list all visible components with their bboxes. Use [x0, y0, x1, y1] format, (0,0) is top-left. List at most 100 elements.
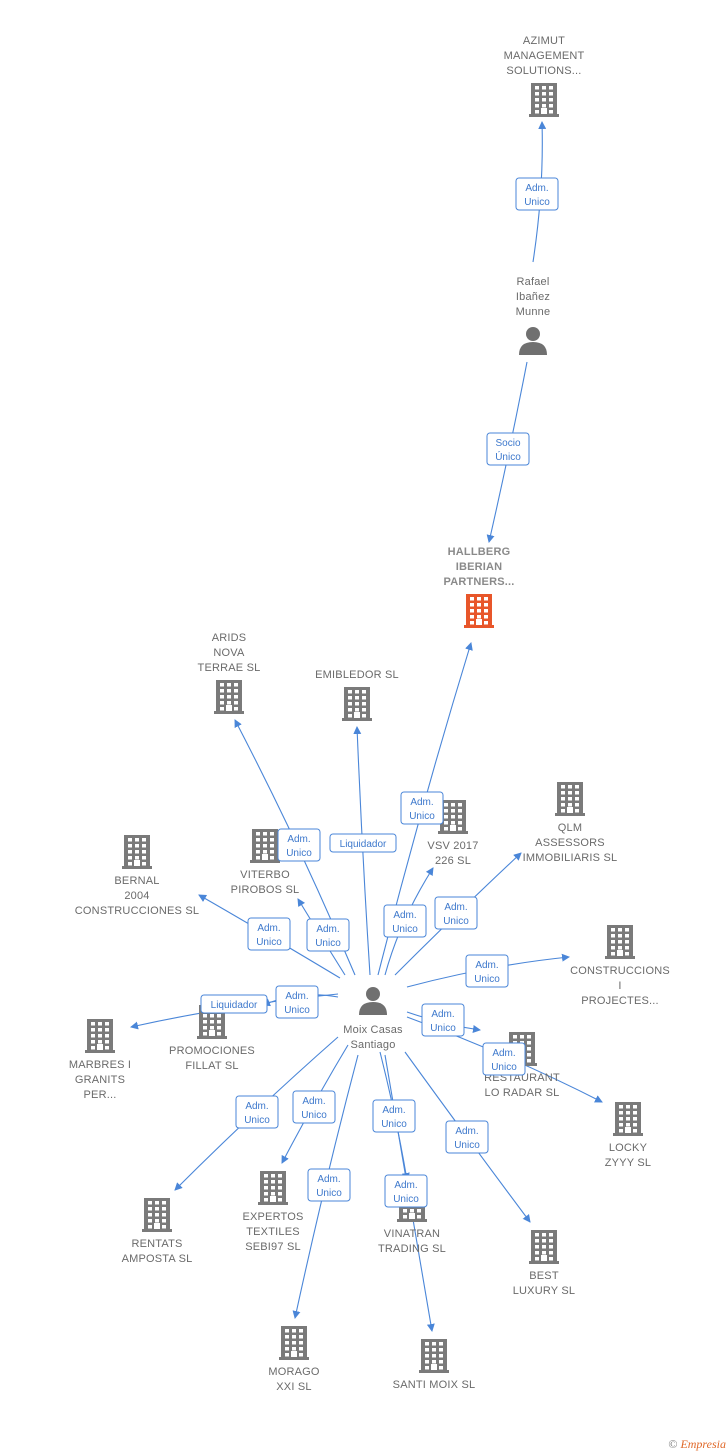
edge-label-box[interactable]	[384, 1174, 428, 1208]
edge-label-box[interactable]	[515, 177, 559, 211]
building-icon[interactable]	[258, 1171, 288, 1205]
building-window	[619, 1129, 623, 1133]
building-icon[interactable]	[438, 800, 468, 834]
edge-label-vinatran[interactable]: Adm.Unico	[372, 1099, 416, 1133]
building-window	[535, 86, 539, 90]
edge-label-box[interactable]	[329, 833, 397, 853]
building-base	[214, 711, 244, 714]
building-icon[interactable]	[342, 687, 372, 721]
edge-label-best[interactable]: Adm.Unico	[445, 1120, 489, 1154]
building-icon[interactable]	[555, 782, 585, 816]
node-santi[interactable]: SANTI MOIX SL	[393, 1339, 476, 1391]
node-label: MARBRES I	[69, 1059, 131, 1071]
edge-label-viterbo[interactable]: Adm.Unico	[306, 918, 350, 952]
edge-label-rentats[interactable]: Adm.Unico	[235, 1095, 279, 1129]
edge-label-locky[interactable]: Adm.Unico	[482, 1042, 526, 1076]
edge-label-box[interactable]	[235, 1095, 279, 1129]
building-window	[611, 934, 615, 938]
node-marbres[interactable]: MARBRES IGRANITSPER...	[69, 1019, 131, 1101]
edge-label-azimut[interactable]: Adm.Unico	[515, 177, 559, 211]
building-icon[interactable]	[85, 1019, 115, 1053]
building-icon[interactable]	[250, 829, 280, 863]
building-icon[interactable]	[529, 1230, 559, 1264]
building-icon[interactable]	[605, 925, 635, 959]
building-window	[470, 621, 474, 625]
edge-label-box[interactable]	[465, 954, 509, 988]
node-label: XXI SL	[276, 1381, 311, 1393]
building-window	[285, 1341, 289, 1345]
person-icon[interactable]	[359, 987, 387, 1015]
edge-label-box[interactable]	[445, 1120, 489, 1154]
building-window	[355, 690, 359, 694]
building-window	[220, 689, 224, 693]
edge-label-box[interactable]	[421, 1003, 465, 1037]
edge-label-vsv[interactable]: Adm.Unico	[383, 904, 427, 938]
edge-label-box[interactable]	[275, 985, 319, 1019]
building-window	[135, 850, 139, 854]
edge-label-box[interactable]	[306, 918, 350, 952]
edge-label-bernal[interactable]: Adm.Unico	[247, 917, 291, 951]
edge-label-box[interactable]	[372, 1099, 416, 1133]
node-label: MANAGEMENT	[504, 50, 585, 62]
edge-label-embibledor[interactable]: Liquidador	[329, 833, 397, 853]
building-icon[interactable]	[529, 83, 559, 117]
edge-label-marbres[interactable]: Liquidador	[200, 994, 268, 1014]
edge-label-box[interactable]	[200, 994, 268, 1014]
building-window	[135, 838, 139, 842]
edge-label-restaurant[interactable]: Adm.Unico	[421, 1003, 465, 1037]
edge-label-hallberg[interactable]: Adm.Unico	[400, 791, 444, 825]
building-icon[interactable]	[122, 835, 152, 869]
edge-label-box[interactable]	[400, 791, 444, 825]
edge-label-promociones[interactable]: Adm.Unico	[275, 985, 319, 1019]
edge-label-construccions[interactable]: Adm.Unico	[465, 954, 509, 988]
edge-label-qlm[interactable]: Adm.Unico	[434, 896, 478, 930]
building-icon[interactable]	[279, 1326, 309, 1360]
edge-label-box[interactable]	[486, 432, 530, 466]
edge-label-box[interactable]	[383, 904, 427, 938]
building-icon[interactable]	[464, 594, 494, 628]
edge-label-arids[interactable]: Adm.Unico	[277, 828, 321, 862]
edge-label-box[interactable]	[482, 1042, 526, 1076]
building-icon[interactable]	[613, 1102, 643, 1136]
edge-label-expertos[interactable]: Adm.Unico	[292, 1090, 336, 1124]
building-window	[299, 1341, 303, 1345]
edge-label-santi[interactable]: Adm.Unico	[384, 1174, 428, 1208]
building-icon[interactable]	[419, 1339, 449, 1373]
edge-label-box[interactable]	[292, 1090, 336, 1124]
building-window	[451, 803, 455, 807]
node-azimut[interactable]: AZIMUTMANAGEMENTSOLUTIONS...	[504, 35, 585, 117]
person-icon[interactable]	[519, 327, 547, 355]
edge-label-text: Adm.	[382, 1105, 405, 1116]
building-window	[625, 934, 629, 938]
building-base	[142, 1229, 172, 1232]
building-window	[444, 803, 448, 807]
building-window	[292, 1335, 296, 1339]
edge-label-box[interactable]	[277, 828, 321, 862]
building-window	[549, 92, 553, 96]
edge-label-morago[interactable]: Adm.Unico	[307, 1168, 351, 1202]
building-icon[interactable]	[142, 1198, 172, 1232]
edge-label-box[interactable]	[247, 917, 291, 951]
edge-label-box[interactable]	[307, 1168, 351, 1202]
edge-label-box[interactable]	[434, 896, 478, 930]
node-hallberg[interactable]: HALLBERGIBERIANPARTNERS...	[443, 546, 514, 628]
edge-label-text: Adm.	[393, 910, 416, 921]
node-embibledor[interactable]: EMIBLEDOR SL	[315, 669, 399, 721]
node-construccions[interactable]: CONSTRUCCIONSIPROJECTES...	[570, 925, 670, 1007]
building-window	[220, 701, 224, 705]
building-icon[interactable]	[214, 680, 244, 714]
